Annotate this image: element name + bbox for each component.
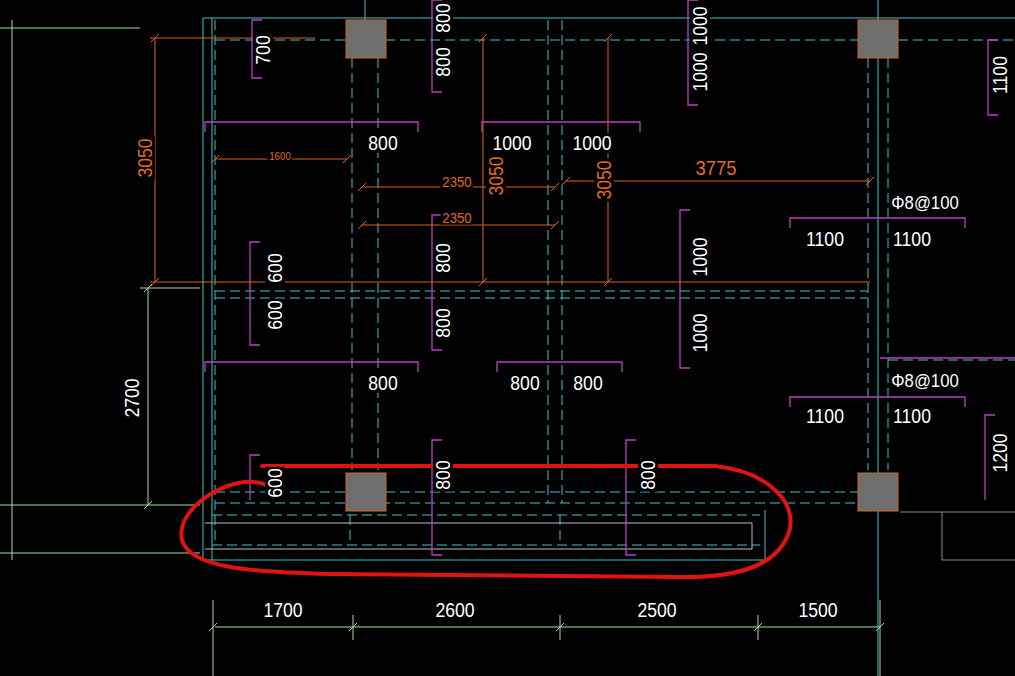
dimension-label: 600: [265, 467, 285, 500]
dimension-label: 1100: [990, 54, 1010, 95]
dimension-label: 1100: [891, 406, 932, 426]
dimension-label: 800: [433, 459, 453, 492]
outline-line: [900, 512, 1015, 560]
dimension-label: 3050: [486, 155, 506, 198]
dimension-label: 1000: [690, 5, 710, 48]
dimension-label: 700: [253, 34, 273, 67]
dimension-label: 1000: [491, 133, 534, 153]
dimension-label: 1200: [990, 432, 1010, 475]
dimension-label: 800: [572, 373, 605, 393]
dimension-label: 2350: [441, 210, 474, 225]
dimension-label: 3775: [694, 157, 739, 178]
dimension-label: 600: [265, 299, 285, 332]
markup-loop: [181, 466, 790, 577]
dimension-label: 1500: [797, 600, 840, 620]
dimension-label: 1000: [690, 236, 710, 279]
dimension-label: 1000: [690, 312, 710, 355]
column: [346, 20, 386, 58]
column: [858, 20, 898, 58]
dimension-label: 800: [509, 373, 542, 393]
column: [346, 473, 386, 511]
dimension-label: 1000: [571, 133, 614, 153]
dimension-label: 3050: [594, 159, 614, 202]
dimension-line: [150, 34, 874, 286]
dimension-label: 800: [367, 133, 400, 153]
dimension-label: 1100: [804, 229, 845, 249]
dimension-label: 1600: [267, 151, 292, 162]
dimension-label: 1100: [804, 406, 845, 426]
dimension-label: 3050: [135, 137, 155, 180]
dimension-label: 800: [433, 307, 453, 340]
dimension-label: 600: [265, 252, 285, 285]
dimension-line: [0, 20, 884, 676]
dimension-label: 1100: [891, 229, 932, 249]
dimension-label: 1000: [690, 51, 710, 94]
dimension-label: 800: [638, 459, 658, 492]
dimension-label: 2600: [434, 600, 477, 620]
dimension-label: 2500: [636, 600, 679, 620]
dimension-label: 1700: [262, 600, 305, 620]
column: [858, 473, 898, 511]
dimension-label: 800: [433, 46, 453, 79]
dimension-label: 800: [433, 242, 453, 275]
dimension-label: 2350: [441, 174, 474, 189]
rebar-line: [205, 0, 1015, 555]
edge-beam-line: [205, 523, 752, 549]
dimension-label: 800: [433, 2, 453, 35]
dimension-label: Φ8@100: [889, 193, 960, 212]
dimension-label: 800: [367, 373, 400, 393]
dimension-label: 2700: [122, 377, 142, 420]
dimension-label: Φ8@100: [889, 371, 960, 390]
